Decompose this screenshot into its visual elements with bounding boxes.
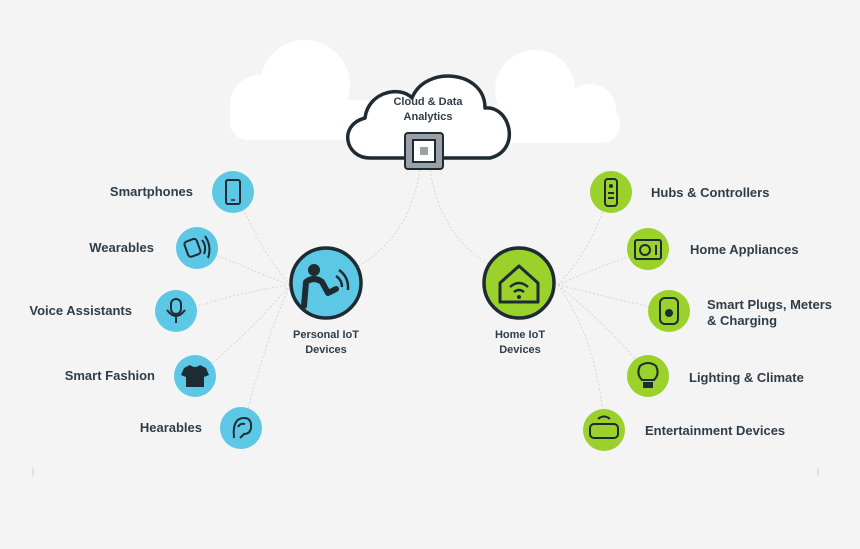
personal-hub-label-line2: Devices xyxy=(305,344,347,356)
bulb-icon xyxy=(627,355,669,397)
remote-icon xyxy=(590,171,632,213)
appliance-icon xyxy=(627,228,669,270)
device-label-entertainment: Entertainment Devices xyxy=(645,423,786,438)
wearable-icon xyxy=(176,227,218,269)
personal-hub-label-line1: Personal IoT xyxy=(292,329,360,341)
home-hub-label-line1: Home IoT xyxy=(494,329,546,341)
ear-icon xyxy=(220,407,262,449)
plug-icon xyxy=(648,290,690,332)
personal-hub-label: Personal IoT Devices xyxy=(256,328,396,358)
cloud-label-line2: Analytics xyxy=(403,111,453,123)
device-label-hearables: Hearables xyxy=(139,420,202,435)
microphone-icon xyxy=(155,290,197,332)
device-label-smart-plugs: Smart Plugs, Meters & Charging xyxy=(707,297,832,328)
tshirt-icon xyxy=(174,355,216,397)
cloud-label-line1: Cloud & Data xyxy=(393,96,463,108)
personal-hub-icon xyxy=(289,246,363,320)
device-label-lighting-climate: Lighting & Climate xyxy=(689,370,804,385)
cloud-label: Cloud & Data Analytics xyxy=(348,95,508,125)
vr-headset-icon xyxy=(583,409,625,451)
device-label-voice-assistants: Voice Assistants xyxy=(29,303,132,318)
device-label-home-appliances: Home Appliances xyxy=(690,242,799,257)
background-clouds xyxy=(230,40,620,143)
device-label-smart-fashion: Smart Fashion xyxy=(64,368,155,383)
chip-icon xyxy=(404,132,444,170)
device-label-smartphones: Smartphones xyxy=(109,184,193,199)
device-label-wearables: Wearables xyxy=(89,240,154,255)
smartphone-icon xyxy=(212,171,254,213)
home-hub-label: Home IoT Devices xyxy=(450,328,590,358)
home-hub-label-line2: Devices xyxy=(499,344,541,356)
device-label-hubs-controllers: Hubs & Controllers xyxy=(651,185,770,200)
cloud-icon xyxy=(346,74,512,160)
connector-lines xyxy=(177,169,670,431)
home-hub-icon xyxy=(482,246,556,320)
